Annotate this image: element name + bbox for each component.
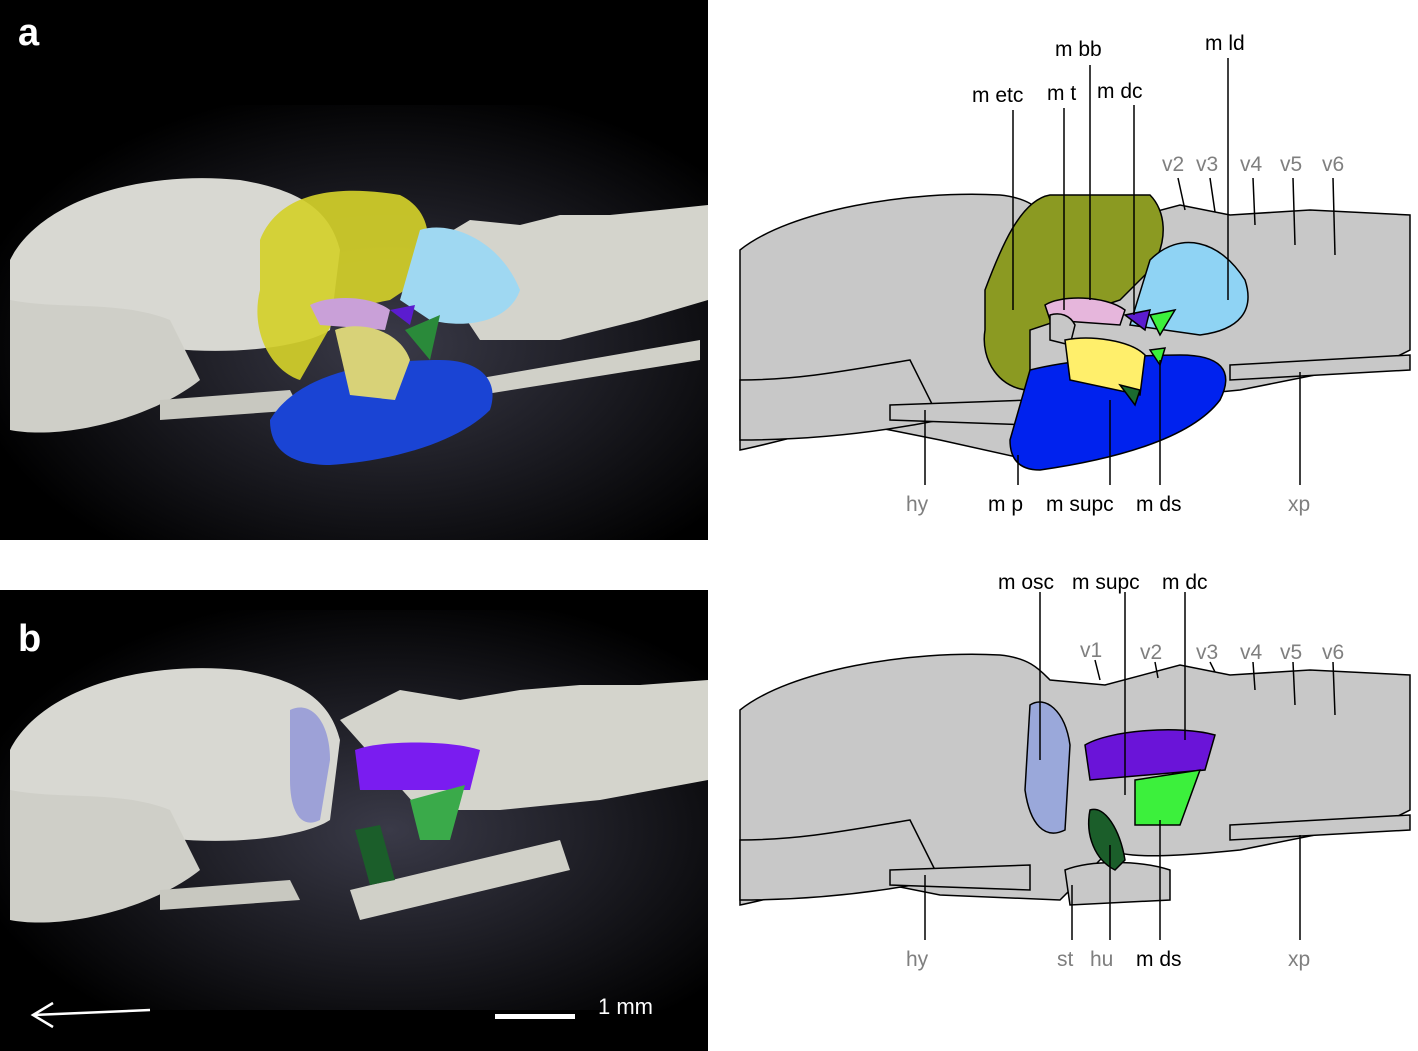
- label-m-t: m t: [1047, 82, 1076, 105]
- leader-v6: [1332, 661, 1336, 716]
- jaw-rendering: [10, 300, 200, 433]
- m-ld-shape: [1129, 241, 1249, 336]
- panel-a-rendering-svg: [0, 105, 708, 540]
- schematic-drawings: m bb m ld m etc m t m dc v2 v3 v4 v5 v6 …: [739, 32, 1411, 971]
- m-dc-rendering: [355, 742, 480, 790]
- m-p-rendering: [270, 360, 493, 465]
- leader-v5: [1292, 177, 1296, 246]
- panel-a-labels: m bb m ld m etc m t m dc v2 v3 v4 v5 v6 …: [906, 32, 1344, 516]
- panel-b-rendering-svg: [0, 610, 708, 1010]
- m-supc-shape: [1118, 383, 1141, 407]
- m-supc-shape: [1088, 808, 1126, 871]
- sternum-rendering: [470, 340, 700, 395]
- m-ds-shape: [1134, 769, 1202, 826]
- label-m-ds: m ds: [1136, 493, 1182, 516]
- label-v6: v6: [1322, 153, 1344, 176]
- label-m-etc: m etc: [972, 84, 1023, 107]
- label-m-p: m p: [988, 493, 1023, 516]
- m-dc-shape: [1123, 309, 1152, 332]
- xiphoid-outline: [1229, 354, 1411, 381]
- label-m-supc: m supc: [1072, 571, 1140, 594]
- m-ds-rendering: [410, 785, 465, 840]
- label-hy: hy: [906, 493, 929, 516]
- m-supc-rendering: [405, 315, 440, 360]
- label-hy: hy: [906, 948, 929, 971]
- label-m-ld: m ld: [1205, 32, 1245, 55]
- label-m-dc: m dc: [1097, 80, 1143, 103]
- hyoid-outline: [889, 864, 1031, 891]
- label-v4: v4: [1240, 153, 1263, 176]
- label-v5: v5: [1280, 153, 1302, 176]
- label-v1: v1: [1080, 639, 1102, 662]
- m-dc-shape: [1084, 729, 1216, 781]
- panel-a-schematic: [739, 58, 1411, 485]
- label-v3: v3: [1196, 153, 1218, 176]
- scale-bar: [495, 1014, 575, 1019]
- jaw-rendering: [10, 790, 200, 923]
- leader-v4: [1252, 661, 1256, 691]
- m-dc-rendering: [390, 305, 415, 325]
- leader-v6: [1332, 177, 1336, 256]
- hyoid-outline: [889, 399, 1031, 426]
- label-m-supc: m supc: [1046, 493, 1114, 516]
- label-v2: v2: [1140, 641, 1162, 664]
- sternum-outline: [1064, 861, 1171, 906]
- m-supc-rendering: [355, 825, 395, 885]
- label-xp: xp: [1288, 493, 1310, 516]
- label-v6: v6: [1322, 641, 1344, 664]
- xiphoid-outline: [1229, 814, 1411, 841]
- label-m-osc: m osc: [998, 571, 1054, 594]
- label-xp: xp: [1288, 948, 1310, 971]
- m-ds-rendering: [335, 326, 410, 400]
- m-bb-rendering: [310, 298, 390, 330]
- panel-b-schematic: [739, 592, 1411, 940]
- hyoid-rendering: [160, 880, 300, 910]
- leader-v2: [1177, 177, 1186, 211]
- m-etc-rendering: [257, 190, 429, 380]
- leader-v2: [1154, 661, 1159, 679]
- leader-v4: [1252, 177, 1256, 226]
- label-m-dc: m dc: [1162, 571, 1208, 594]
- leader-v5: [1292, 661, 1296, 706]
- m-ds-small-shape: [1148, 347, 1167, 367]
- panel-a-letter: a: [18, 12, 40, 54]
- label-m-ds: m ds: [1136, 948, 1182, 971]
- leader-v1: [1094, 659, 1101, 681]
- leader-v3: [1209, 661, 1216, 673]
- panel-b-labels: m osc m supc m dc v1 v2 v3 v4 v5 v6 hy s…: [906, 571, 1344, 971]
- label-v5: v5: [1280, 641, 1302, 664]
- label-v3: v3: [1196, 641, 1218, 664]
- panel-b-3d-rendering: b 1 mm: [0, 590, 708, 1051]
- panel-a-3d-rendering: a: [0, 0, 708, 540]
- left-arrow-icon: [30, 1001, 151, 1029]
- m-osc-rendering: [290, 707, 330, 823]
- sternum-rendering: [350, 840, 570, 920]
- m-osc-shape: [1024, 701, 1071, 834]
- hyoid-rendering: [160, 390, 300, 420]
- panel-b-letter: b: [18, 618, 42, 660]
- label-m-bb: m bb: [1055, 38, 1102, 61]
- leader-v3: [1209, 177, 1216, 213]
- scale-bar-label: 1 mm: [598, 994, 653, 1019]
- label-v2: v2: [1162, 153, 1184, 176]
- label-st: st: [1057, 948, 1074, 971]
- label-hu: hu: [1090, 948, 1113, 971]
- m-dc-small-shape: [1148, 308, 1177, 337]
- m-ds-shape: [1064, 337, 1146, 396]
- m-ld-rendering: [400, 227, 520, 324]
- label-v4: v4: [1240, 641, 1263, 664]
